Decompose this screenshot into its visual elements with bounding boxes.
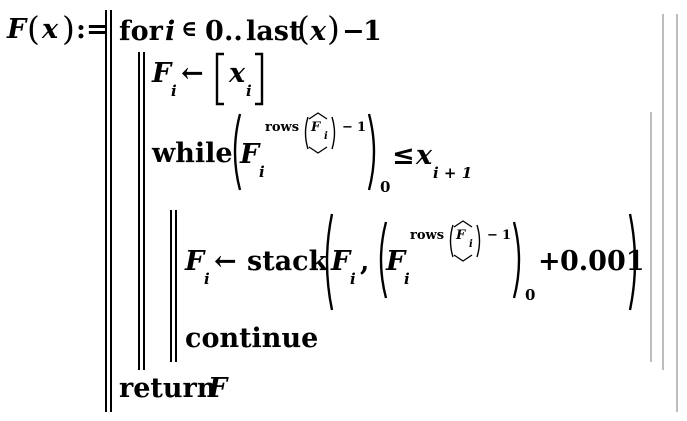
inner-hat-mark [453,220,473,228]
hat-mark [308,112,328,120]
assign-lhs-subscript: i [171,82,177,100]
assign-rhs: x [229,58,246,89]
stack-close-paren [628,213,637,311]
continue-statement[interactable]: continue [185,323,319,354]
region-guide-inner [650,112,652,362]
increment-value: 0.001 [560,246,645,277]
stack-assign-arrow: ← [214,246,237,277]
while-keyword: while [152,138,233,169]
superscript-minus: − [342,120,353,135]
last-open-paren: ( [297,9,310,48]
inner-superscript-one: 1 [502,228,512,243]
while-var: F [240,139,260,170]
close-paren: ) [62,9,75,48]
hat-var: F [311,120,321,135]
hat-var-subscript: i [324,131,328,142]
while-rhs: x [416,140,433,171]
stack-arg1-subscript: i [350,270,356,288]
while-open-paren [233,113,242,191]
right-bracket [255,52,264,106]
last-close-paren: ) [327,9,340,48]
program-bar-for-2 [143,52,145,370]
left-bracket [215,52,224,106]
rows-close-paren [331,116,336,150]
superscript-one: 1 [357,120,367,135]
inner-rows-open-paren [449,224,454,258]
open-paren: ( [27,9,40,48]
while-outer-subscript: 0 [380,178,391,196]
function-name: F [7,14,27,45]
program-bar-while-1 [170,210,172,362]
range-start: 0 [205,16,224,47]
function-arg: x [42,14,59,45]
inner-rows-function: rows [410,228,445,243]
for-keyword: for [119,16,163,47]
program-bar-outer-2 [110,10,112,412]
inner-hat-var: F [456,228,466,243]
less-equal-operator: ≤ [392,140,415,171]
assign-arrow: ← [181,58,204,89]
element-of-operator: ∈ [181,16,198,42]
inner-open-paren [379,221,388,299]
rows-open-paren [304,116,309,150]
while-rhs-subscript: i + 1 [433,164,473,182]
loop-iterator: i [165,16,176,47]
inner-rows-close-paren [476,224,481,258]
assign-rhs-subscript: i [246,82,252,100]
inner-breve-mark [453,254,473,262]
stack-open-paren [325,213,334,311]
range-end-one: 1 [363,16,382,47]
plus-operator: + [538,246,561,277]
region-guide-outer [662,14,664,370]
stack-function: stack [247,246,328,277]
rows-function: rows [265,120,300,135]
range-operator: .. [224,16,243,47]
define-operator: := [76,14,109,45]
return-keyword: return [119,373,217,404]
last-function: last [246,16,302,47]
inner-superscript-minus: − [487,228,498,243]
breve-mark [308,146,328,154]
inner-var-subscript: i [404,270,410,288]
minus-operator: − [342,16,365,47]
return-value: F [208,373,228,404]
stack-lhs: F [185,246,205,277]
program-bar-while-2 [175,210,177,362]
while-var-subscript: i [259,163,265,181]
stack-lhs-subscript: i [204,270,210,288]
inner-hat-var-subscript: i [469,239,473,250]
last-arg: x [310,16,327,47]
program-bar-outer-1 [105,10,107,412]
stack-arg1: F [331,246,351,277]
program-bar-for-1 [138,52,140,370]
region-guide-right [676,14,678,412]
inner-var: F [386,246,406,277]
inner-outer-subscript: 0 [525,286,536,304]
arg-separator: , [360,246,370,277]
assign-lhs: F [152,58,172,89]
inner-close-paren [512,221,521,299]
while-close-paren [367,113,376,191]
